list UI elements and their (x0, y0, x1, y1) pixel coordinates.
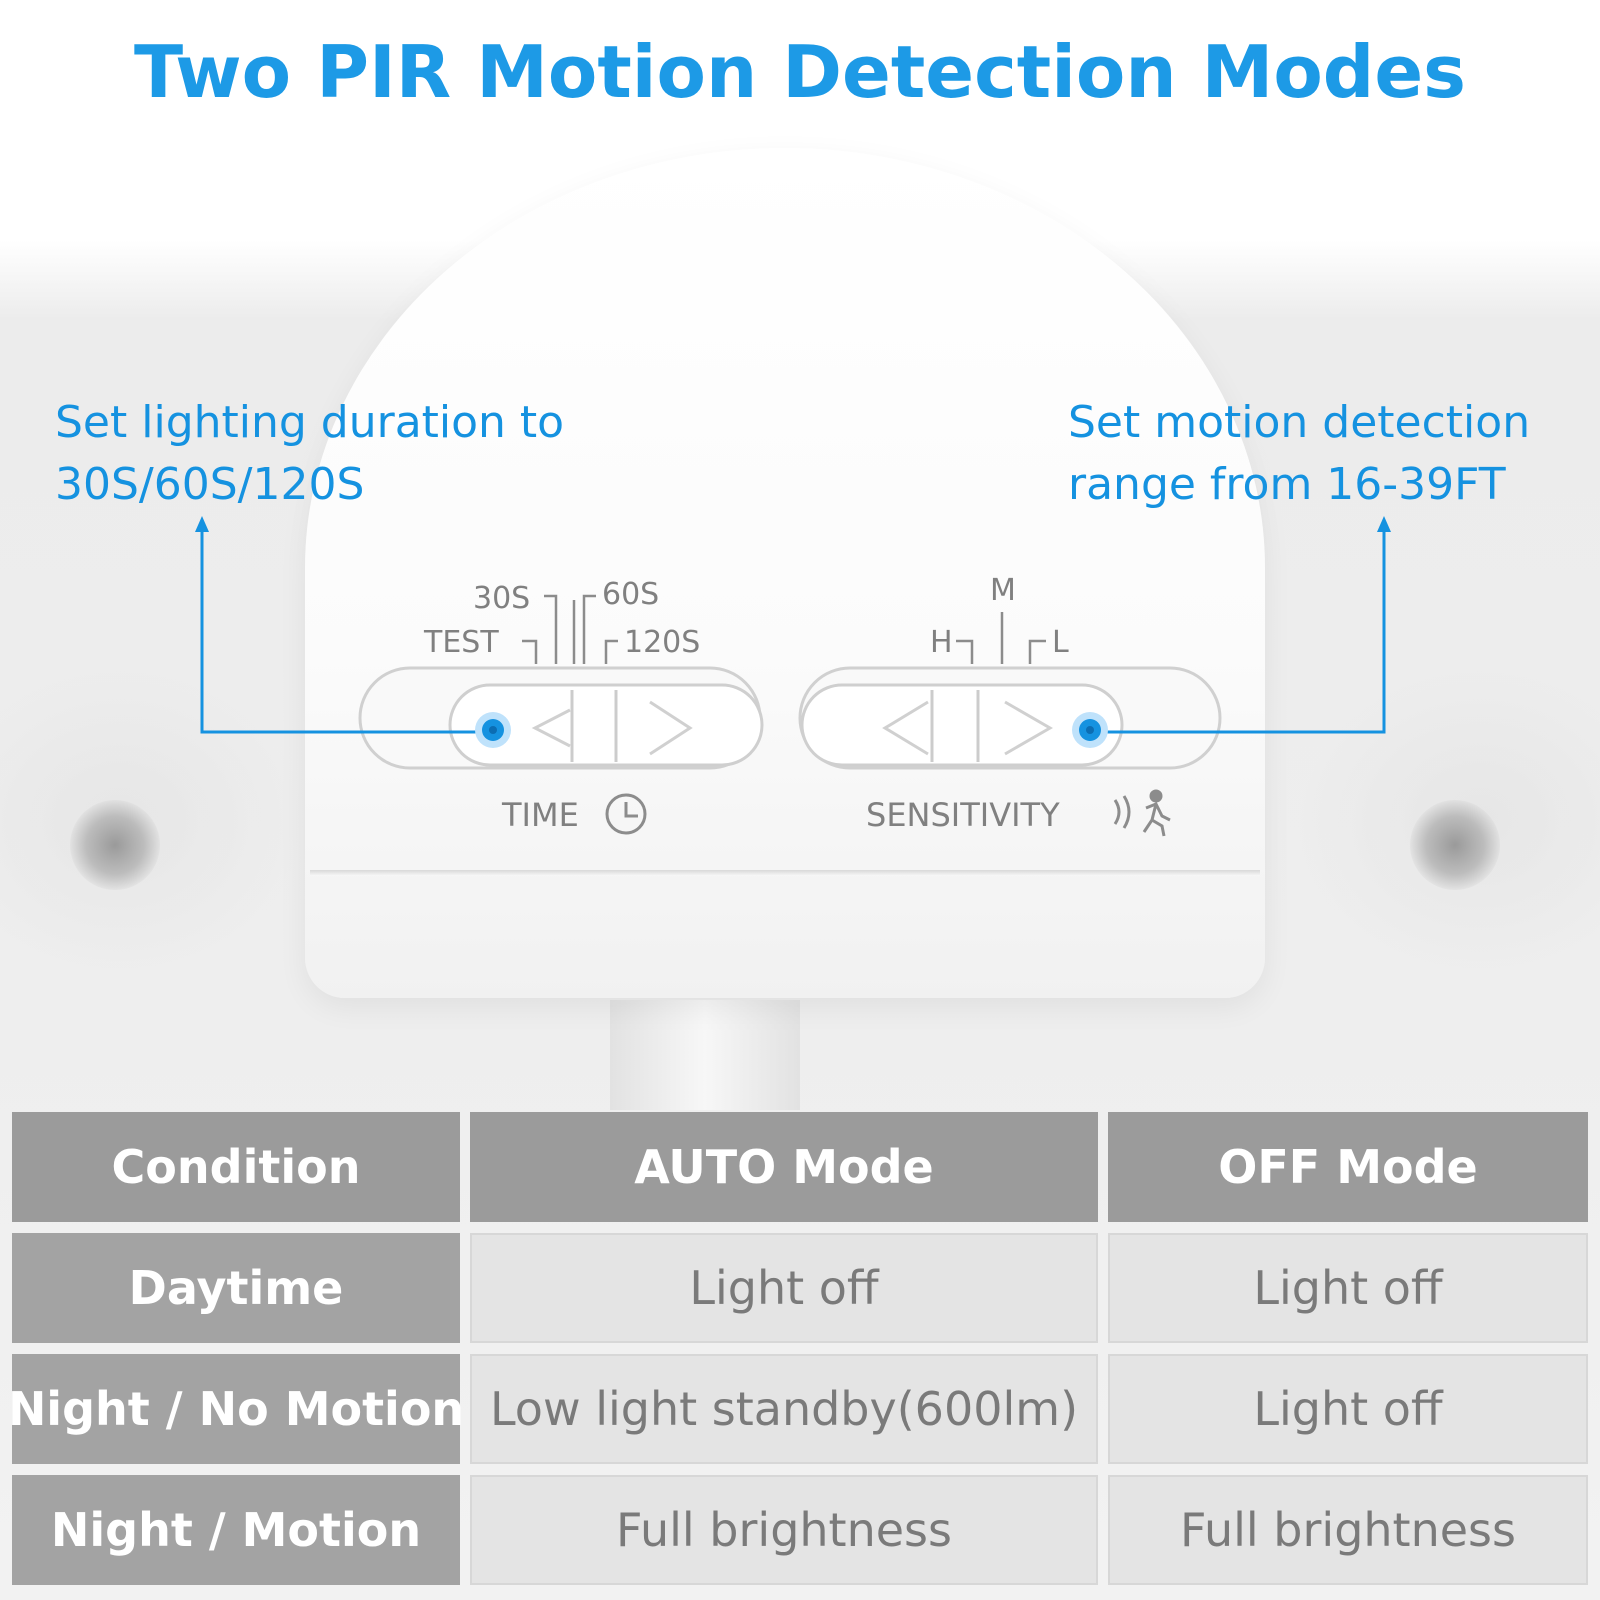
time-right-arrow-icon (649, 700, 693, 756)
sensitivity-callout-line2: range from 16-39FT (1068, 459, 1506, 510)
time-scale (522, 594, 618, 664)
row-off-value: Light off (1108, 1233, 1588, 1343)
sensitivity-mark-h: H (930, 625, 953, 660)
row-off-value: Light off (1108, 1354, 1588, 1464)
sensitivity-label: SENSITIVITY (866, 796, 1060, 834)
row-condition: Night / Motion (12, 1475, 460, 1585)
blue-dot-icon (475, 712, 511, 748)
sensitivity-mark-l: L (1052, 625, 1069, 660)
sensitivity-arrow-up-icon (1377, 516, 1391, 532)
sensitivity-leader-line (1090, 530, 1386, 734)
table-row: Daytime Light off Light off (12, 1233, 1588, 1343)
sensitivity-callout: Set motion detection range from 16-39FT (1068, 392, 1588, 516)
sensitivity-left-arrow-icon (882, 700, 929, 756)
table-header-row: Condition AUTO Mode OFF Mode (12, 1112, 1588, 1222)
time-callout: Set lighting duration to 30S/60S/120S (55, 392, 675, 516)
time-mark-60s: 60S (602, 577, 659, 612)
sensitivity-callout-line1: Set motion detection (1068, 397, 1531, 448)
motion-person-icon (1113, 789, 1171, 837)
table-row: Night / Motion Full brightness Full brig… (12, 1475, 1588, 1585)
row-condition: Daytime (12, 1233, 460, 1343)
time-callout-line1: Set lighting duration to (55, 397, 565, 448)
left-lamp-blur (70, 800, 160, 890)
mount-stem (610, 1000, 800, 1110)
time-left-arrow-icon (531, 708, 571, 748)
sensitivity-mark-m: M (990, 573, 1016, 608)
page-title: Two PIR Motion Detection Modes (133, 30, 1467, 114)
time-arrow-up-icon (195, 516, 209, 532)
sensor-housing (305, 148, 1265, 998)
row-off-value: Full brightness (1108, 1475, 1588, 1585)
time-leader-line (200, 530, 493, 734)
row-auto-value: Light off (470, 1233, 1098, 1343)
housing-seam (310, 870, 1260, 876)
sensitivity-scale (956, 612, 1046, 664)
header-condition: Condition (12, 1112, 460, 1222)
time-mark-test: TEST (423, 625, 499, 660)
time-mark-120s: 120S (624, 625, 700, 660)
table-row: Night / No Motion Low light standby(600l… (8, 1354, 1588, 1464)
header-auto-mode: AUTO Mode (470, 1112, 1098, 1222)
time-callout-line2: 30S/60S/120S (55, 459, 365, 510)
right-lamp-blur (1410, 800, 1500, 890)
blue-dot-icon (1072, 712, 1108, 748)
time-slider[interactable] (448, 683, 764, 767)
time-mark-30s: 30S (473, 581, 530, 616)
clock-icon (605, 793, 647, 835)
header-off-mode: OFF Mode (1108, 1112, 1588, 1222)
sensitivity-slider[interactable] (800, 683, 1124, 767)
time-label: TIME (501, 796, 579, 834)
row-auto-value: Full brightness (470, 1475, 1098, 1585)
mode-table: Condition AUTO Mode OFF Mode Daytime Lig… (8, 1112, 1588, 1596)
row-auto-value: Low light standby(600lm) (470, 1354, 1098, 1464)
sensitivity-right-arrow-icon (1004, 700, 1053, 756)
row-condition: Night / No Motion (8, 1354, 464, 1464)
